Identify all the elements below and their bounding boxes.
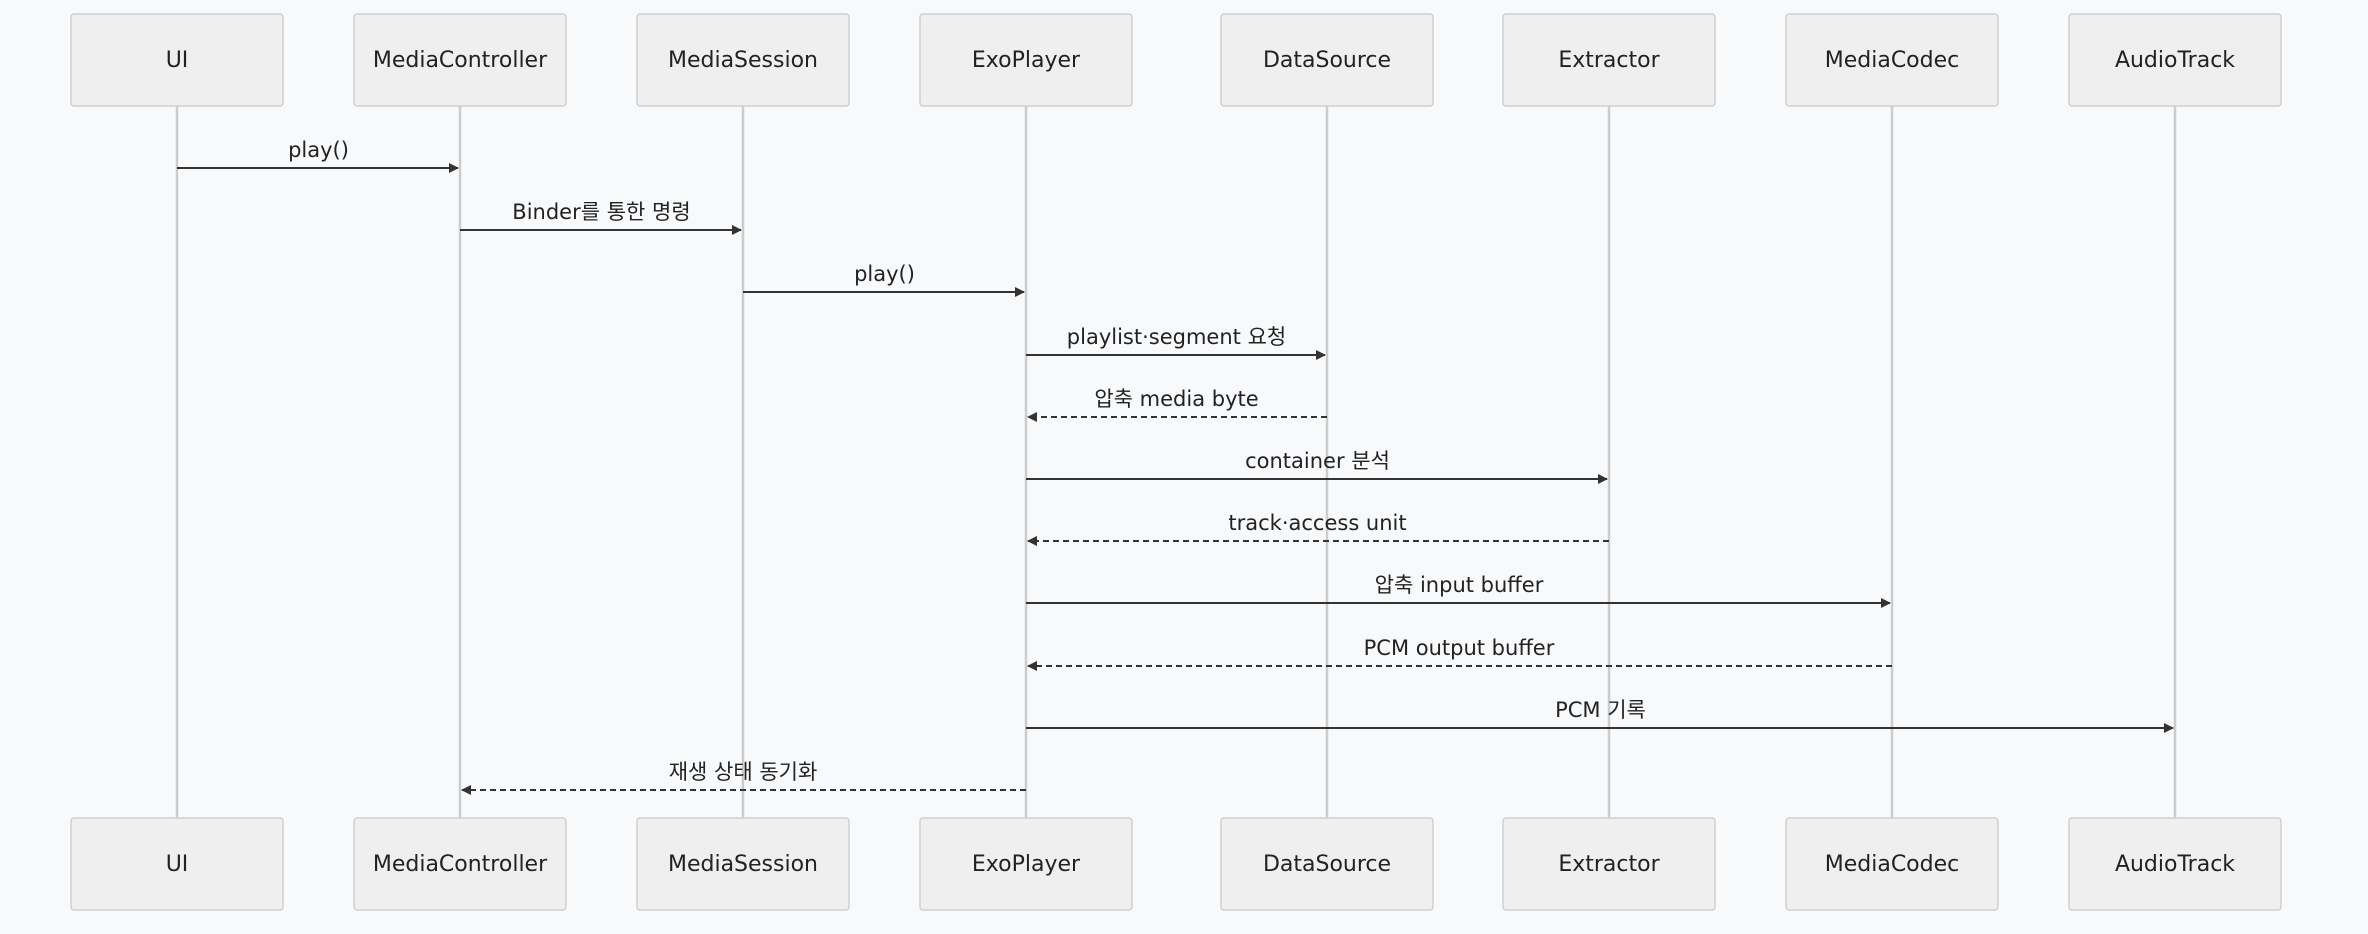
message-7: track·access unit — [1027, 511, 1609, 546]
actor-extractor-top: Extractor — [1502, 13, 1716, 107]
actor-label: ExoPlayer — [972, 48, 1081, 73]
message-label: 압축 input buffer — [1375, 573, 1544, 597]
message-11: 재생 상태 동기화 — [461, 760, 1026, 795]
actor-box — [1220, 817, 1434, 911]
actor-box — [2068, 13, 2282, 107]
message-label: Binder를 통한 명령 — [512, 200, 690, 224]
message-label: 압축 media byte — [1094, 387, 1258, 411]
actor-extractor-bottom: Extractor — [1502, 817, 1716, 911]
message-10: PCM 기록 — [1026, 698, 2174, 733]
actors-bottom: UI MediaController MediaSession ExoPlayer Da… — [70, 817, 2282, 911]
actor-box — [70, 13, 284, 107]
message-label: 재생 상태 동기화 — [669, 760, 818, 784]
actor-label: AudioTrack — [2115, 852, 2235, 877]
lifelines — [175, 106, 2177, 818]
message-label: track·access unit — [1228, 511, 1406, 535]
actor-label: Extractor — [1558, 48, 1660, 73]
actor-label: DataSource — [1263, 852, 1391, 877]
actor-label: MediaCodec — [1825, 852, 1960, 877]
actor-exoplayer-top: ExoPlayer — [919, 13, 1133, 107]
message-label: PCM output buffer — [1364, 636, 1555, 660]
actor-box — [1502, 817, 1716, 911]
actor-box — [1785, 13, 1999, 107]
actor-ui-bottom: UI — [70, 817, 284, 911]
actor-box — [636, 13, 850, 107]
actor-audiotrack-bottom: AudioTrack — [2068, 817, 2282, 911]
actor-box — [2068, 817, 2282, 911]
actor-box — [636, 817, 850, 911]
actor-codec-top: MediaCodec — [1785, 13, 1999, 107]
message-label: container 분석 — [1245, 449, 1390, 473]
actor-label: ExoPlayer — [972, 852, 1081, 877]
actor-codec-bottom: MediaCodec — [1785, 817, 1999, 911]
message-2: Binder를 통한 명령 — [460, 200, 742, 235]
actor-label: MediaSession — [668, 48, 818, 73]
actor-box — [353, 817, 567, 911]
actor-box — [1502, 13, 1716, 107]
actor-audiotrack-top: AudioTrack — [2068, 13, 2282, 107]
actor-box — [353, 13, 567, 107]
actor-box — [1220, 13, 1434, 107]
actor-session-top: MediaSession — [636, 13, 850, 107]
actor-label: AudioTrack — [2115, 48, 2235, 73]
actor-box — [1785, 817, 1999, 911]
actor-datasource-bottom: DataSource — [1220, 817, 1434, 911]
actor-exoplayer-bottom: ExoPlayer — [919, 817, 1133, 911]
actor-datasource-top: DataSource — [1220, 13, 1434, 107]
actor-box — [70, 817, 284, 911]
message-6: container 분석 — [1026, 449, 1608, 484]
message-label: playlist·segment 요청 — [1067, 325, 1286, 349]
message-9: PCM output buffer — [1027, 636, 1892, 671]
actor-label: MediaController — [373, 48, 548, 73]
actor-session-bottom: MediaSession — [636, 817, 850, 911]
actor-label: MediaCodec — [1825, 48, 1960, 73]
message-label: play() — [288, 138, 349, 162]
actor-label: Extractor — [1558, 852, 1660, 877]
message-3: play() — [743, 262, 1025, 297]
message-label: PCM 기록 — [1555, 698, 1646, 722]
actor-label: UI — [166, 852, 189, 877]
message-1: play() — [177, 138, 459, 173]
actor-label: UI — [166, 48, 189, 73]
actors-top: UI MediaController MediaSession ExoPlayer Da… — [70, 13, 2282, 107]
actor-controller-bottom: MediaController — [353, 817, 567, 911]
message-4: playlist·segment 요청 — [1026, 325, 1326, 360]
message-8: 압축 input buffer — [1026, 573, 1891, 608]
actor-box — [919, 13, 1133, 107]
actor-ui-top: UI — [70, 13, 284, 107]
message-label: play() — [854, 262, 915, 286]
actor-label: MediaSession — [668, 852, 818, 877]
message-5: 압축 media byte — [1027, 387, 1327, 422]
actor-box — [919, 817, 1133, 911]
actor-label: DataSource — [1263, 48, 1391, 73]
messages: play() Binder를 통한 명령 play() playlist·segmen… — [177, 138, 2174, 795]
actor-label: MediaController — [373, 852, 548, 877]
actor-controller-top: MediaController — [353, 13, 567, 107]
